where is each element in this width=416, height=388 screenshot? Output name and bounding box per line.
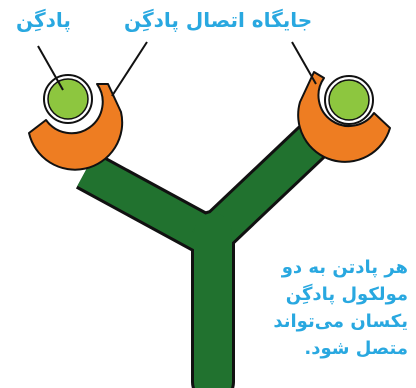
antigen-left [44,75,92,123]
caption-line: متصل شود. [258,335,408,362]
antigen-label: پادگِن [16,8,71,32]
caption-line: هر پادتن به دو [258,254,408,281]
antigen-right [325,76,373,124]
caption-line: مولکول پادگِن [258,281,408,308]
caption-line: یکسان می‌تواند [258,308,408,335]
binding-site-label: جایگاه اتصال پادگِن [124,8,312,32]
caption: هر پادتن به دو مولکول پادگِن یکسان می‌تو… [258,254,408,362]
leader-line-binding-site-left [112,42,147,96]
leader-line-binding-site-right [292,42,316,84]
